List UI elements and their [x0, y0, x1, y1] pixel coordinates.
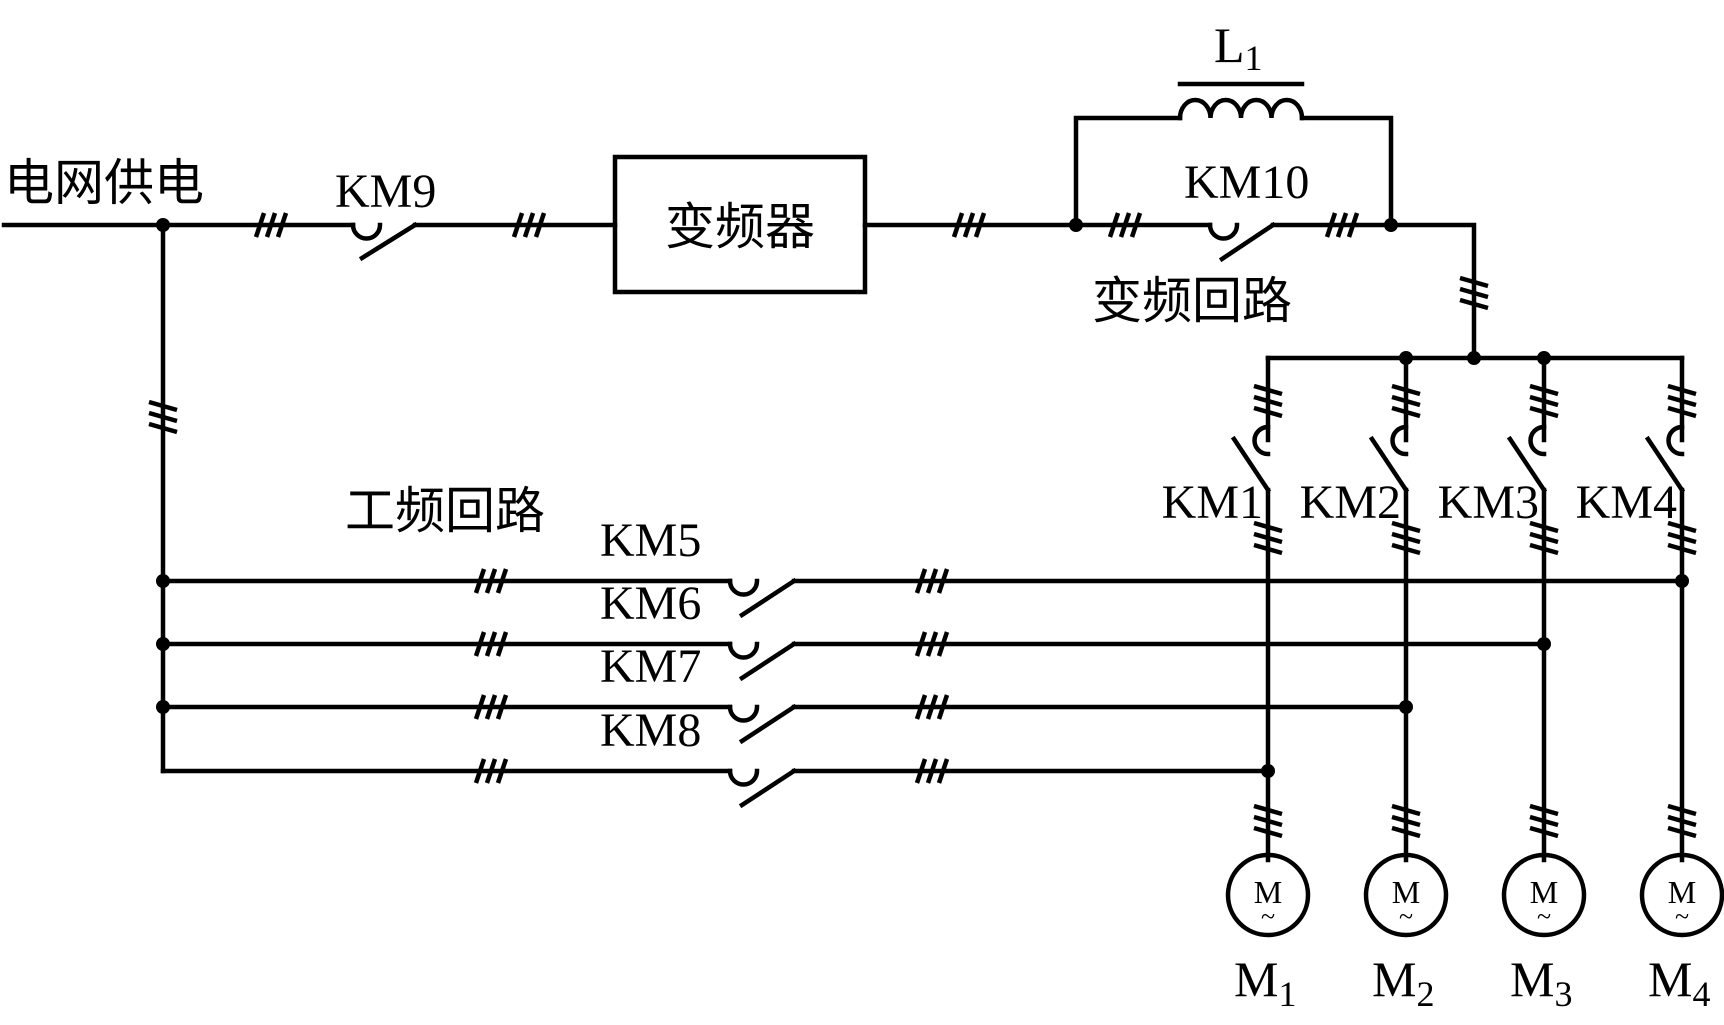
inductor-branch: [1073, 115, 1394, 228]
motor-symbol: M: [1530, 874, 1558, 910]
phase-marker-icon: [914, 758, 950, 784]
line-row-km5: KM5: [156, 514, 1689, 619]
phase-marker-icon: [951, 212, 987, 238]
inverter-label: 变频器: [665, 198, 815, 256]
motor-junction-dot: [1675, 574, 1689, 588]
inductor-icon: [1177, 81, 1305, 121]
phase-marker-icon: [1253, 520, 1283, 556]
motor-junction-dot: [1261, 764, 1275, 778]
motor-2: M~ M2: [1363, 852, 1449, 1014]
phase-marker-icon: [1667, 383, 1697, 419]
vf-branches: KM1 KM2 KM3 KM4: [1162, 355, 1697, 863]
motor-4: M~ M4: [1639, 852, 1724, 1014]
phase-marker-icon: [914, 568, 950, 594]
motor-symbol: M: [1254, 874, 1282, 910]
motor-symbol: M: [1668, 874, 1696, 910]
motor-icon: [1501, 852, 1587, 938]
vf-branch-km3: KM3: [1438, 355, 1559, 863]
phase-marker-icon: [1529, 803, 1559, 839]
phase-marker-icon: [1529, 383, 1559, 419]
phase-marker-icon: [473, 694, 509, 720]
phase-marker-icon: [1667, 520, 1697, 556]
phase-marker-icon: [1253, 803, 1283, 839]
bus-node: [156, 637, 170, 651]
inverter-box: [612, 154, 868, 295]
km3-label: KM3: [1438, 476, 1539, 529]
line-circuit-label: 工频回路: [345, 482, 545, 540]
km6-contact-icon: [727, 640, 798, 682]
ac-symbol-icon: ~: [1399, 902, 1413, 931]
motor-icon: [1363, 852, 1449, 938]
km2-contact-icon: [1368, 424, 1410, 494]
motor-label: M3: [1510, 951, 1572, 1014]
motor-1: M~ M1: [1225, 852, 1311, 1014]
bus-node: [156, 700, 170, 714]
km5-label: KM5: [600, 514, 701, 567]
line-row-km8: KM8: [160, 704, 1275, 809]
km10-contact-icon: [1207, 221, 1277, 263]
km4-label: KM4: [1576, 476, 1677, 529]
phase-marker-icon: [914, 694, 950, 720]
bus-node: [156, 574, 170, 588]
motor-3: M~ M3: [1501, 852, 1587, 1014]
motor-icon: [1639, 852, 1724, 938]
km7-contact-icon: [727, 703, 798, 745]
km4-contact-icon: [1644, 424, 1686, 494]
vf-branch-km4: KM4: [1576, 355, 1697, 863]
km5-contact-icon: [727, 577, 798, 619]
motor-junction-dot: [1537, 637, 1551, 651]
vf-branch-km1: KM1: [1162, 355, 1283, 863]
km10-label: KM10: [1184, 156, 1309, 209]
ac-symbol-icon: ~: [1261, 902, 1275, 931]
motor-label: M4: [1648, 951, 1710, 1014]
ac-symbol-icon: ~: [1675, 902, 1689, 931]
motor-icon: [1225, 852, 1311, 938]
phase-marker-icon: [1529, 520, 1559, 556]
phase-marker-icon: [253, 212, 289, 238]
phase-marker-icon: [473, 568, 509, 594]
km8-label: KM8: [600, 704, 701, 757]
vf-branch-km2: KM2: [1300, 355, 1421, 863]
vf-circuit-label: 变频回路: [1092, 272, 1292, 330]
phase-marker-icon: [1324, 212, 1360, 238]
phase-marker-icon: [1107, 212, 1143, 238]
inductor-label: L1: [1214, 17, 1263, 78]
km1-label: KM1: [1162, 476, 1263, 529]
motors: M~M1M~M2M~M3M~M4: [1225, 852, 1724, 1014]
phase-marker-icon: [473, 631, 509, 657]
phase-marker-icon: [473, 758, 509, 784]
phase-marker-icon: [511, 212, 547, 238]
km9-contact-icon: [350, 221, 419, 262]
ac-symbol-icon: ~: [1537, 902, 1551, 931]
km7-label: KM7: [600, 640, 701, 693]
phase-marker-icon: [1391, 803, 1421, 839]
phase-marker-icon: [1391, 383, 1421, 419]
phase-marker-icon: [1459, 275, 1489, 311]
motor-label: M2: [1372, 951, 1434, 1014]
km9-label: KM9: [335, 165, 436, 218]
supply-label: 电网供电: [4, 154, 204, 212]
km2-label: KM2: [1300, 476, 1401, 529]
km1-contact-icon: [1230, 424, 1272, 494]
vf-feeder: [1388, 222, 1477, 361]
motor-junction-dot: [1399, 700, 1413, 714]
line-row-km7: KM7: [156, 640, 1413, 745]
phase-marker-icon: [1391, 520, 1421, 556]
phase-marker-icon: [148, 399, 178, 435]
km8-contact-icon: [727, 767, 798, 809]
motor-label: M1: [1234, 951, 1296, 1014]
phase-marker-icon: [914, 631, 950, 657]
km6-label: KM6: [600, 577, 701, 630]
bus-node: [1467, 351, 1481, 365]
motor-symbol: M: [1392, 874, 1420, 910]
phase-marker-icon: [1667, 803, 1697, 839]
phase-marker-icon: [1253, 383, 1283, 419]
line-row-km6: KM6: [156, 577, 1551, 682]
km3-contact-icon: [1506, 424, 1548, 494]
